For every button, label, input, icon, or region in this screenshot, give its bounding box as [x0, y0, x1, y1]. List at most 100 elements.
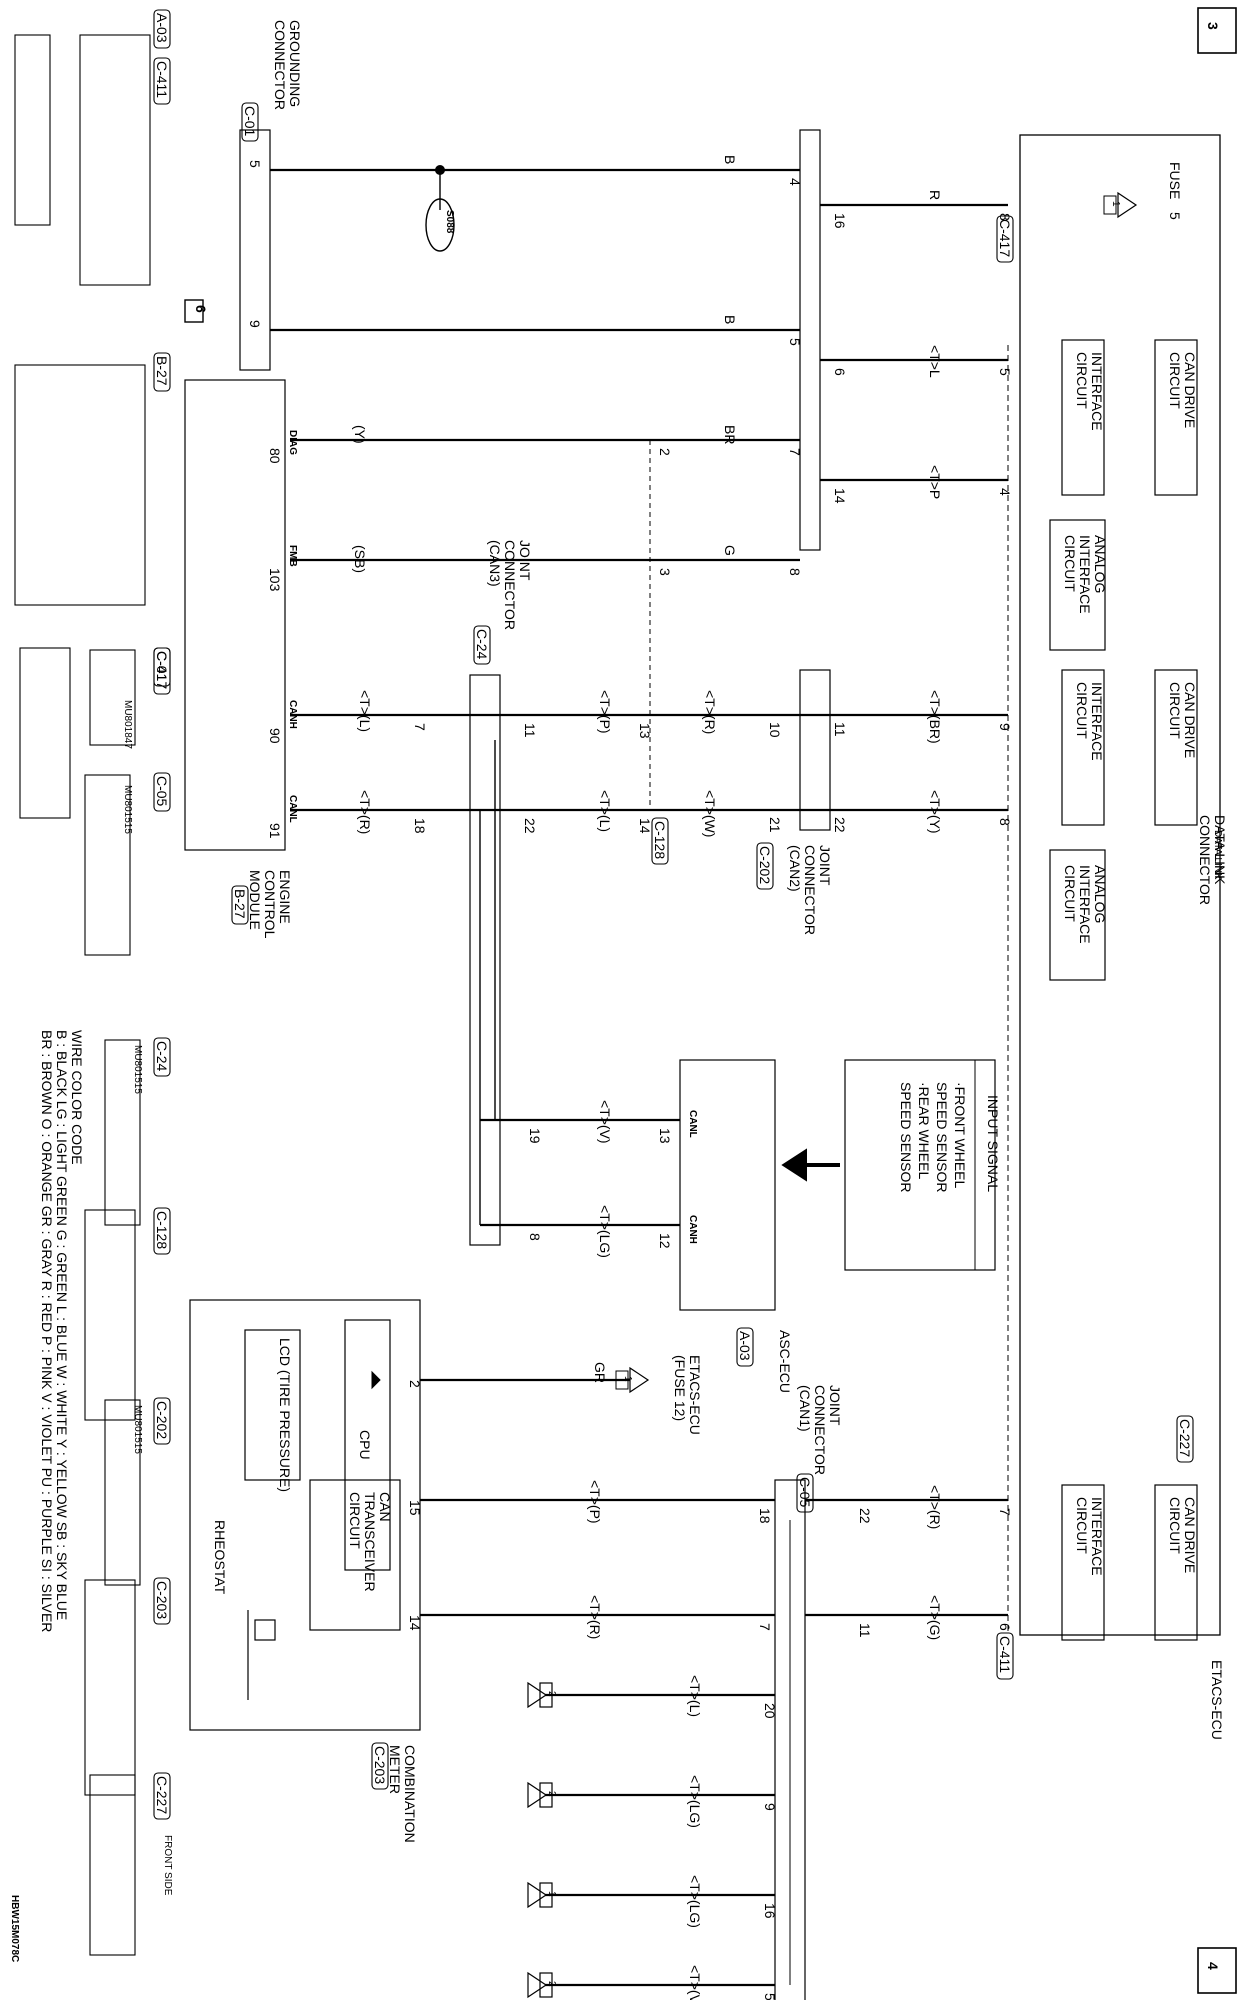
grounding-connector-label: GROUNDING	[287, 20, 303, 107]
wire-color-TR: <T>(R)	[702, 690, 718, 734]
page-number-top-frame	[1197, 7, 1237, 54]
grounding-pin: 9	[247, 320, 263, 328]
wire-color-TP: <T>(P)	[597, 690, 613, 734]
analog-interface-label: ANALOG	[1092, 865, 1108, 923]
wire-color-TP: <T>(P)	[587, 1480, 603, 1524]
connector-face-C-05	[84, 774, 131, 956]
connector-code-text: A-03	[737, 1331, 753, 1361]
wire-color-TY: <T>(Y)	[927, 790, 943, 834]
etacs-pin: 8	[997, 213, 1013, 221]
grounding-connector-label: CONNECTOR	[272, 20, 288, 110]
connector-code-A-03: A-03	[736, 1327, 754, 1367]
wire-color-legend-line: B : BLACK LG : LIGHT GREEN G : GREEN L :…	[54, 1030, 70, 1620]
can-drive-circuit-label: CIRCUIT	[1167, 682, 1183, 739]
joint-connector-can1-box	[774, 1479, 806, 2000]
wire-color-TP: <T>P	[927, 465, 943, 499]
combination-meter-box	[189, 1299, 421, 1731]
connector-code-text: C-05	[154, 776, 170, 807]
connector-code-frame	[996, 1632, 1014, 1680]
connector-code-text: C-411	[154, 61, 170, 98]
connector-code-frame	[231, 885, 249, 925]
connector-code-C-227-face: C-227	[153, 1772, 171, 1820]
wire-color-label: <T>(LG)	[687, 1875, 703, 1928]
connector-code-C-24-face: C-24	[153, 1037, 171, 1077]
engine-pin-label: FMB	[287, 545, 298, 567]
terminal-marker	[527, 1881, 548, 1909]
connector-code-text: C-417	[997, 219, 1013, 257]
joint-connector-can3-label: (CAN3)	[487, 540, 503, 587]
splice-label: S088	[444, 210, 455, 234]
can3-pin: 7	[412, 723, 428, 731]
terminal-marker	[527, 1781, 548, 1809]
connector-part-number: MU801515	[132, 1405, 143, 1454]
connector-face-C-417	[19, 647, 71, 819]
can1-pin: 11	[857, 1623, 873, 1638]
connector-code-frame	[736, 1327, 754, 1367]
connector-part-number: MU801515	[122, 785, 133, 834]
connector-code-text: C-411	[997, 1636, 1013, 1673]
lcd-label: LCD (TIRE PRESSURE)	[277, 1338, 293, 1492]
interface-circuit-label: CIRCUIT	[1074, 682, 1090, 739]
connector-face-C-227	[89, 1774, 136, 1956]
analog-interface-label: CIRCUIT	[1062, 865, 1078, 922]
asc-pin-label: CANH	[687, 1215, 698, 1244]
wire-color-TL: <T>(L)	[357, 690, 373, 732]
connector-code-frame	[996, 215, 1014, 263]
engine-pin-label: CANL	[287, 795, 298, 823]
interface-circuit-label: INTERFACE	[1089, 352, 1105, 431]
analog-interface-label: INTERFACE	[1077, 535, 1093, 614]
dlc-pin: 8	[787, 568, 803, 576]
connector-code-C-202: C-202	[756, 842, 774, 890]
wire-color-R: R	[927, 190, 943, 200]
interface-circuit-3	[1061, 1484, 1105, 1641]
wire-color-TG: <T>(G)	[927, 1595, 943, 1640]
can3-pin: 13	[637, 723, 653, 739]
connector-code-frame	[153, 772, 171, 812]
connector-code-frame	[153, 57, 171, 105]
joint-connector-can1-label: CONNECTOR	[812, 1385, 828, 1475]
wire-color-B: B	[722, 315, 738, 324]
can-drive-circuit-2	[1154, 669, 1198, 826]
connector-code-text: B-27	[232, 889, 248, 919]
dlc-pin: 6	[832, 368, 848, 376]
etacs-pin: 9	[997, 723, 1013, 731]
connector-code-text: C-202	[757, 846, 773, 884]
etacs-pin: 8	[997, 818, 1013, 826]
can1-pin: 16	[762, 1903, 778, 1919]
input-signal-item: SPEED SENSOR	[898, 1082, 914, 1192]
terminal-marker	[527, 1681, 548, 1709]
asc-pin: 8	[527, 1233, 543, 1241]
etacs-ecu-box	[1019, 134, 1221, 1636]
can-transceiver-box	[309, 1479, 401, 1631]
dlc-pin: 4	[787, 178, 803, 186]
can1-pin: 22	[857, 1508, 873, 1524]
joint-connector-can1-label: (CAN1)	[797, 1385, 813, 1432]
can3-pin: 22	[522, 818, 538, 834]
connector-code-frame	[153, 1037, 171, 1077]
data-link-connector-box	[799, 129, 821, 551]
interface-circuit-2	[1061, 669, 1105, 826]
wire-color-Y: (Y)	[352, 425, 368, 444]
joint-connector-can3-label: CONNECTOR	[502, 540, 518, 630]
input-signal-item: ·REAR WHEEL	[916, 1082, 932, 1179]
connector-code-text: B-27	[154, 356, 170, 386]
analog-interface-2	[1049, 849, 1106, 981]
input-signal-title: INPUT SIGNAL	[985, 1095, 1001, 1192]
connector-code-C-202-face: C-202	[153, 1397, 171, 1445]
wire-color-label: <T>(LG)	[687, 1775, 703, 1828]
interface-circuit-label: INTERFACE	[1089, 682, 1105, 761]
dlc-title-hidden: DATA LINK	[1212, 830, 1223, 880]
connector-code-frame	[153, 1397, 171, 1445]
interface-circuit-label: CIRCUIT	[1074, 352, 1090, 409]
connector-face-C-128	[84, 1209, 136, 1421]
asc-ecu-label: ASC-ECU	[777, 1330, 793, 1393]
analog-interface-label: CIRCUIT	[1062, 535, 1078, 592]
connector-code-C-203: C-203	[371, 1742, 389, 1790]
meter-pin: 14	[407, 1615, 423, 1631]
asc-pin: 19	[527, 1128, 543, 1144]
can1-pin: 5	[762, 1993, 778, 2000]
connector-code-text: C-203	[372, 1746, 388, 1784]
can-drive-circuit-1	[1154, 339, 1198, 496]
data-link-connector-label: CONNECTOR	[1197, 815, 1213, 905]
